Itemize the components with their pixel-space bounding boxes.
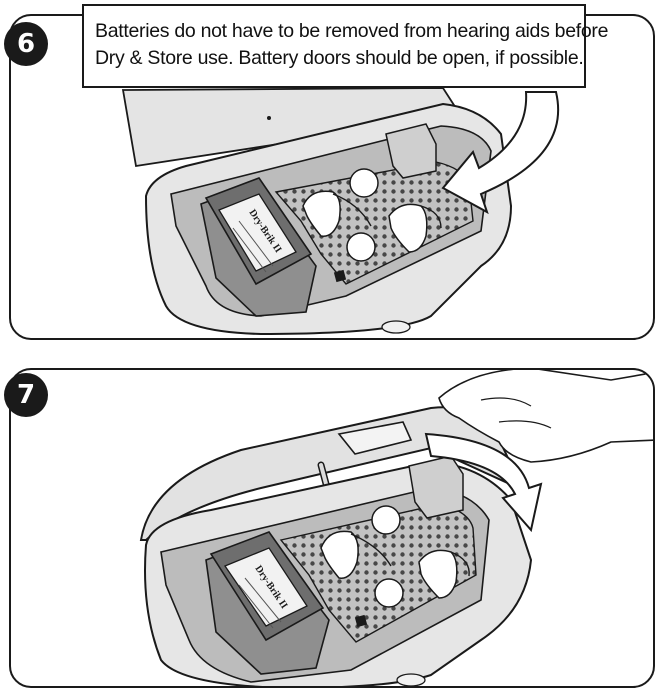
callout-line-1: Batteries do not have to be removed from… bbox=[95, 20, 609, 42]
hearing-aid-right bbox=[388, 203, 442, 253]
earmold-top bbox=[349, 168, 379, 198]
hearing-aid-left bbox=[320, 530, 392, 579]
step-6-illustration: Dry-Brik II bbox=[121, 87, 560, 336]
step-6-callout: Batteries do not have to be removed from… bbox=[82, 4, 609, 88]
hand-icon bbox=[438, 370, 653, 463]
desiccant-brick: Dry-Brik II bbox=[205, 531, 330, 675]
curved-arrow-icon bbox=[441, 91, 560, 215]
hearing-aid-right bbox=[418, 549, 470, 599]
step-7-illustration: Dry-Brik II bbox=[139, 370, 653, 686]
callout-line-2: Dry & Store use. Battery doors should be… bbox=[95, 47, 584, 69]
step-7-panel: Dry-Brik II bbox=[9, 368, 655, 688]
step-6-badge: 6 bbox=[4, 22, 48, 66]
hearing-aid-left bbox=[302, 190, 372, 237]
curved-arrow-icon bbox=[424, 432, 543, 533]
earmold-top bbox=[371, 505, 401, 535]
desiccant-brick: Dry-Brik II bbox=[200, 177, 317, 317]
earmold-bottom bbox=[346, 232, 376, 262]
earmold-bottom bbox=[374, 578, 404, 608]
step-7-badge: 7 bbox=[4, 373, 48, 417]
